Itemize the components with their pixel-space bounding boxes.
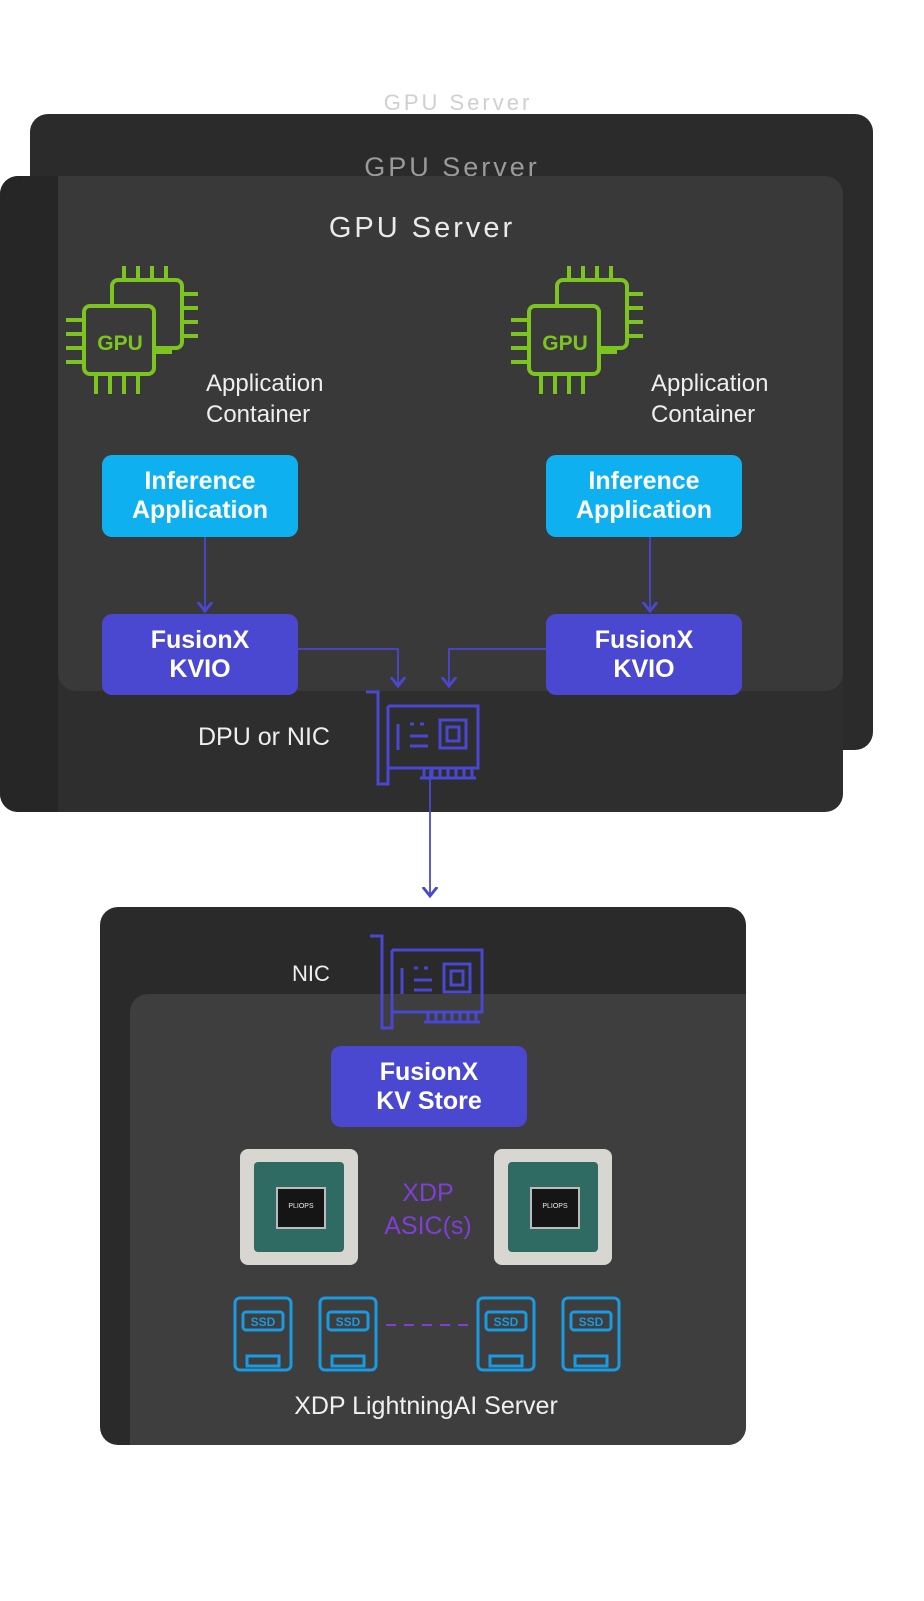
app-container-label-right: Application Container — [651, 370, 769, 428]
svg-text:SSD: SSD — [336, 1315, 361, 1329]
arrow-kvio-left-to-nic — [298, 648, 398, 686]
ssd-icon: SSD — [561, 1296, 621, 1372]
app-container-label-left: Application Container — [206, 370, 324, 428]
gpu-label-right: GPU — [542, 332, 588, 355]
xdp-server-title: XDP LightningAI Server — [294, 1392, 558, 1420]
ssd-icon: SSD — [233, 1296, 293, 1372]
asic-chip-icon: PLIOPS — [240, 1149, 358, 1265]
nic-label: NIC — [292, 961, 330, 986]
ssd-icon: SSD — [476, 1296, 536, 1372]
xdp-asic-label: XDP ASIC(s) — [384, 1179, 472, 1240]
ghost-server-title: GPU Server — [383, 90, 533, 115]
gpu-server-front — [0, 176, 843, 812]
network-card-icon — [370, 934, 484, 1030]
svg-text:SSD: SSD — [251, 1315, 276, 1329]
gpu-chip-icon — [511, 266, 643, 394]
svg-text:SSD: SSD — [494, 1315, 519, 1329]
arrow-kvio-right-to-nic — [449, 648, 546, 686]
front-server-title: GPU Server — [328, 212, 516, 244]
svg-text:SSD: SSD — [579, 1315, 604, 1329]
network-card-icon — [366, 690, 480, 786]
gpu-chip-icon — [66, 266, 198, 394]
dpu-nic-label: DPU or NIC — [198, 723, 330, 751]
ssd-dotted-connector — [386, 1324, 472, 1326]
ssd-icon: SSD — [318, 1296, 378, 1372]
gpu-label-left: GPU — [97, 332, 143, 355]
asic-chip-icon: PLIOPS — [494, 1149, 612, 1265]
